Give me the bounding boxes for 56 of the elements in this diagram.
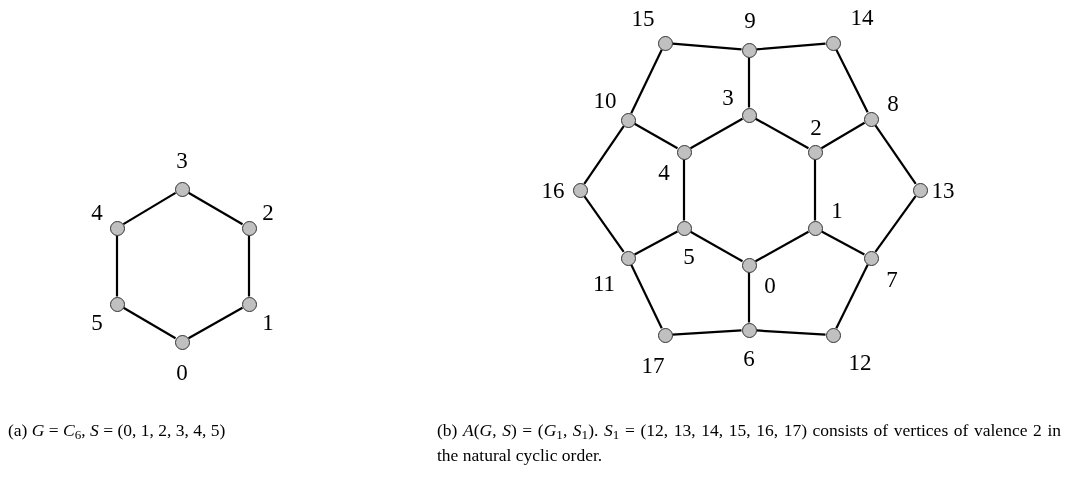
vertex-label: 2 [262, 200, 274, 224]
graph-edge [874, 124, 917, 185]
vertex-label: 8 [887, 91, 899, 115]
graph-edge [122, 191, 177, 226]
vertex-label: 4 [91, 200, 103, 224]
vertex-label: 3 [176, 148, 188, 172]
graph-edge [682, 159, 686, 221]
graph-edge [630, 49, 663, 114]
figure-caption: (b) A(G, S) = (G$_{1}$, S$_{1}$). S$_{1}$ = (12, 13, 14, 15, 16, 17) consists of vertices of valence 2 in the natural cyclic order. [437, 419, 1061, 467]
graph-edge [821, 230, 865, 256]
graph-edge [874, 195, 917, 253]
graph-edge [747, 57, 751, 108]
graph-edge [634, 230, 678, 256]
graph-edge [747, 272, 751, 323]
vertex-label: 14 [850, 5, 874, 29]
graph-edge [755, 230, 809, 263]
graph-edge [835, 49, 869, 113]
vertex-label: 1 [831, 198, 843, 222]
graph-edge [630, 264, 663, 329]
vertex-label: 0 [764, 273, 776, 297]
vertex-label: 2 [810, 115, 822, 139]
vertex-label: 3 [722, 85, 734, 109]
vertex-label: 4 [658, 160, 670, 184]
graph-edge [247, 235, 251, 297]
graph-edge [755, 117, 809, 150]
graph-edge [583, 195, 625, 253]
graph-edge [820, 121, 866, 150]
graph-edge [187, 191, 244, 226]
graph-edge [115, 235, 119, 297]
graph-edge [813, 159, 817, 221]
graph-edge [689, 117, 744, 150]
graph-edge [187, 306, 244, 340]
graph-edge [583, 125, 625, 185]
graph-edge [835, 264, 869, 329]
vertex-label: 12 [848, 350, 872, 374]
vertex-label: 7 [886, 267, 898, 291]
vertex-label: 15 [631, 6, 655, 30]
vertex-label: 17 [641, 353, 665, 377]
graph-edge [756, 329, 826, 336]
vertex-label: 1 [262, 310, 274, 334]
graph-edge [689, 230, 744, 263]
vertex-label: 5 [91, 310, 103, 334]
vertex-label: 11 [592, 271, 616, 295]
graph-edge [122, 306, 177, 340]
vertex-label: 6 [743, 346, 755, 370]
vertex-label: 13 [931, 178, 955, 202]
vertex-label: 10 [593, 88, 617, 112]
vertex-label: 0 [176, 360, 188, 384]
vertex-label: 5 [683, 244, 695, 268]
figure-caption: (a) G = C$_{6}$, S = (0, 1, 2, 3, 4, 5) [8, 419, 227, 443]
vertex-label: 9 [744, 8, 756, 32]
graph-edge [756, 42, 826, 51]
vertex-label: 16 [541, 178, 565, 202]
graph-edge [633, 122, 679, 150]
graph-edge [672, 42, 742, 51]
graph-edge [672, 329, 742, 336]
